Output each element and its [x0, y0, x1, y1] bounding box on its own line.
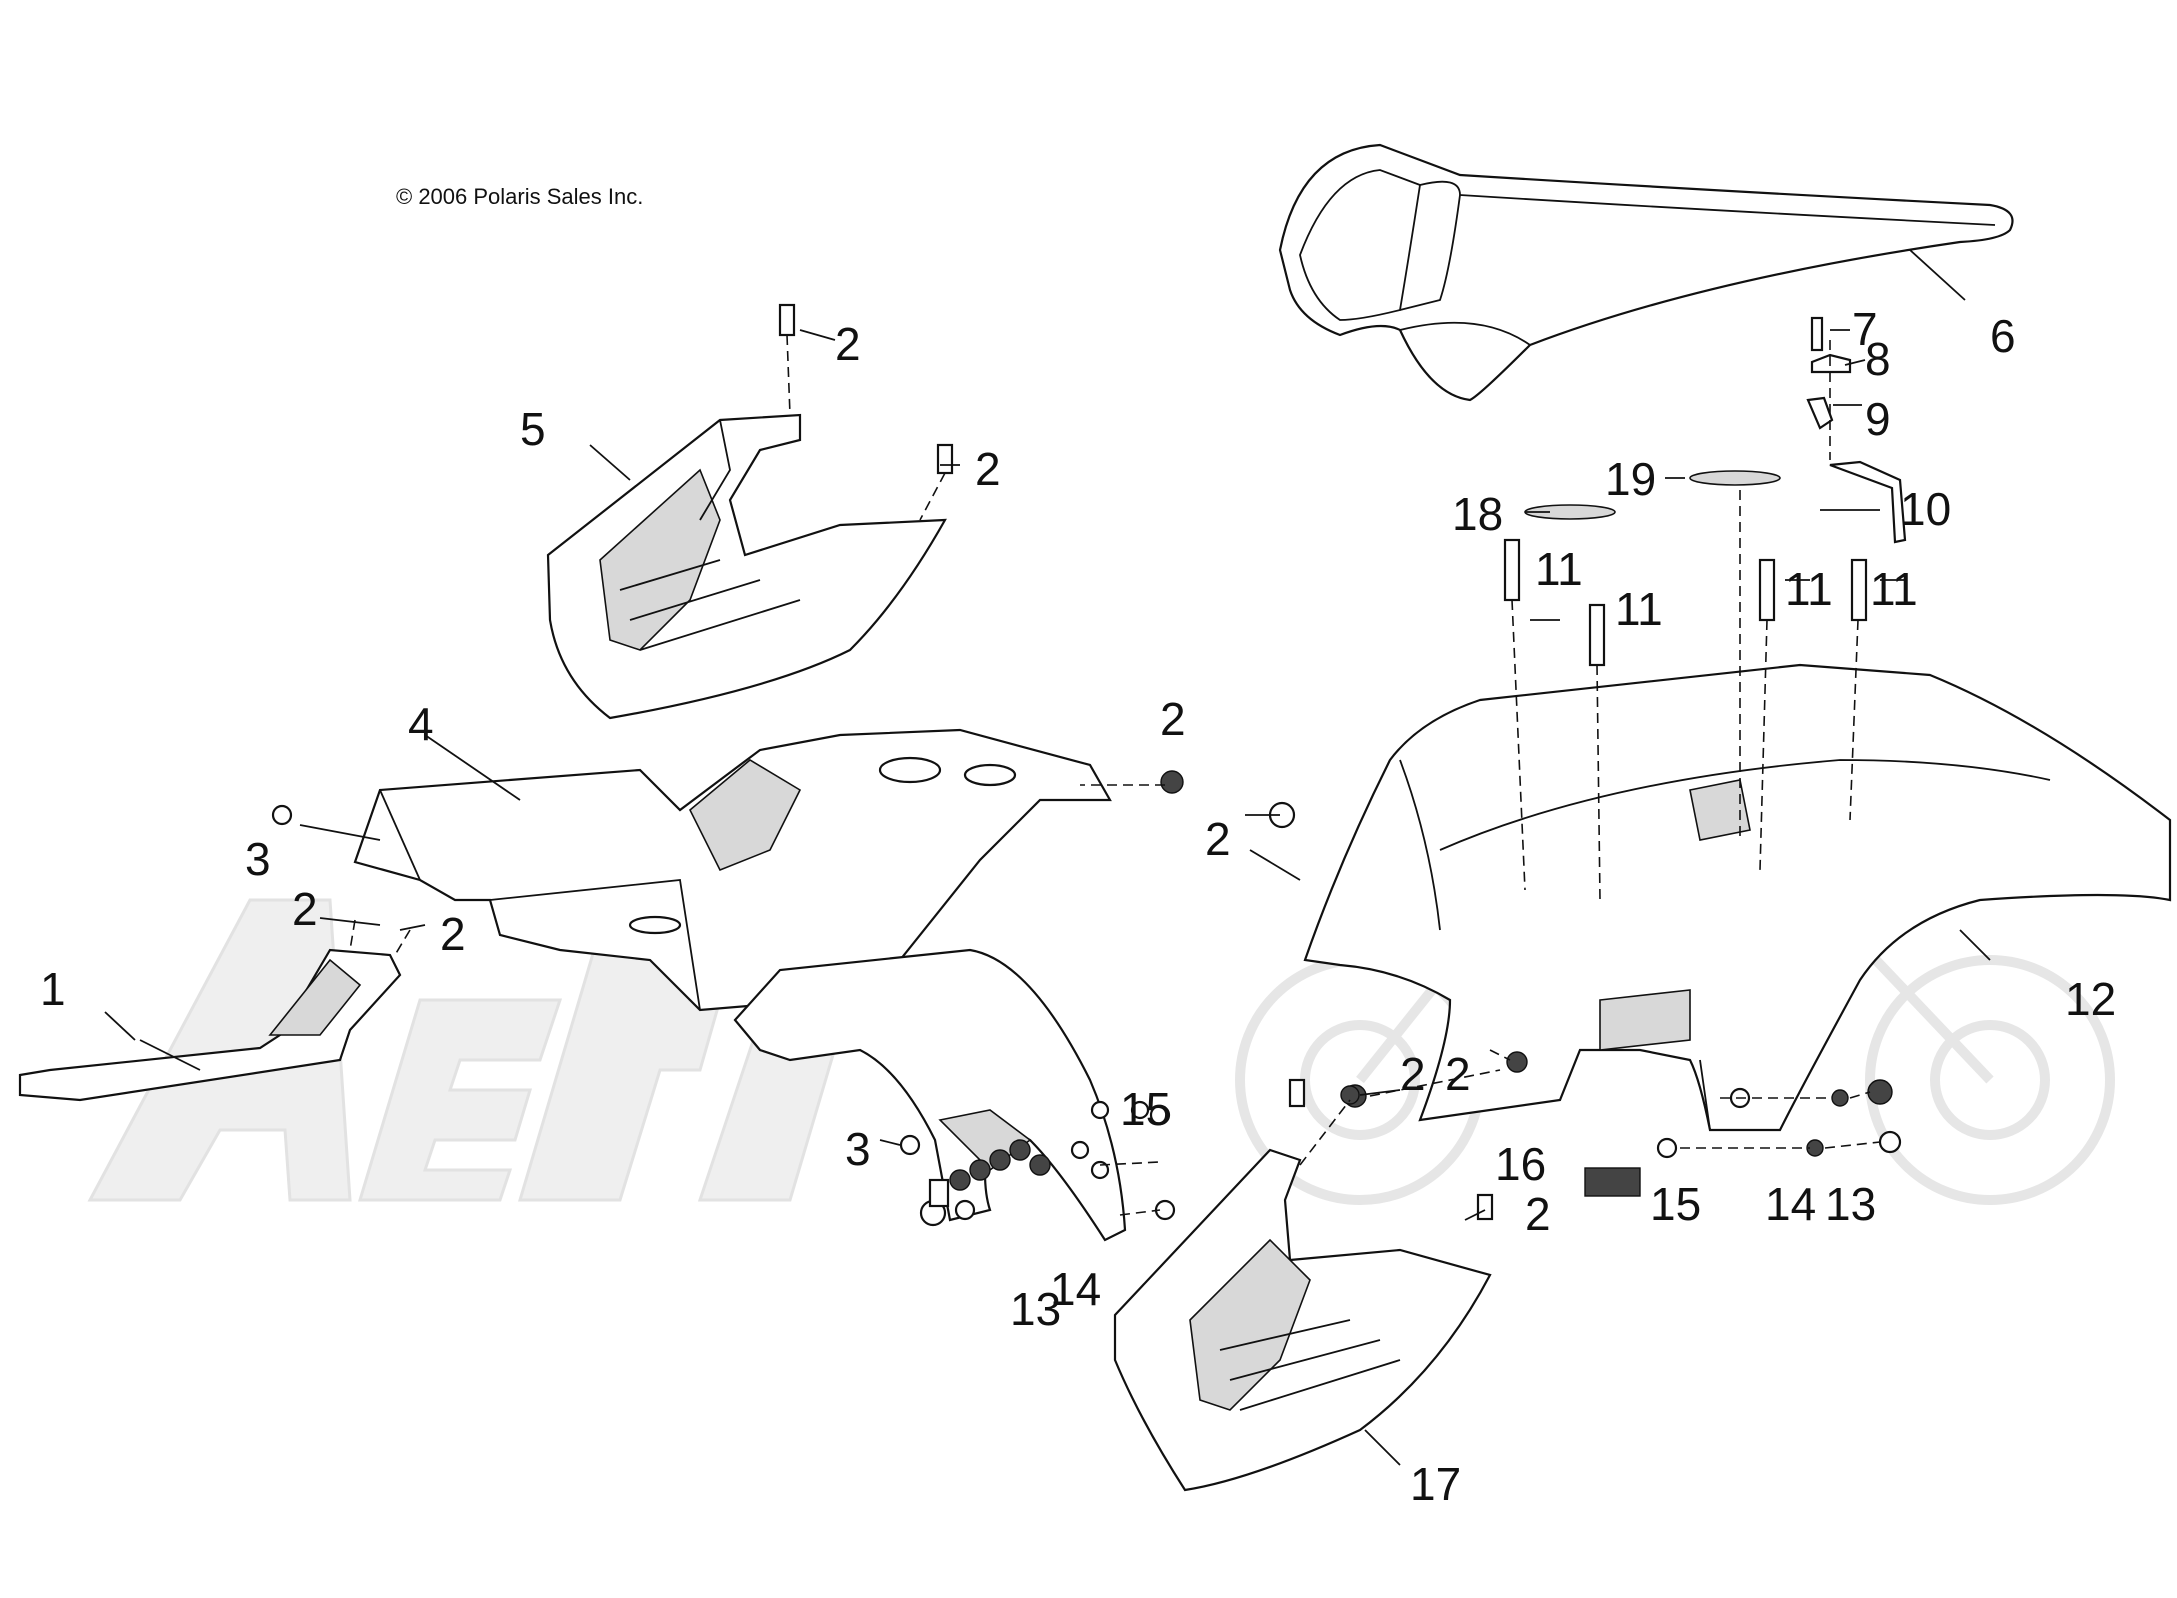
- clip-8: [1810, 353, 1852, 374]
- callout-10: 10: [1900, 483, 1951, 535]
- callout-9: 9: [1865, 393, 1891, 445]
- screw-3-mid: [899, 1134, 921, 1156]
- callout-8: 8: [1865, 333, 1891, 385]
- callout-11a: 11: [1535, 543, 1583, 595]
- callout-12: 12: [2065, 973, 2116, 1025]
- leader-lines: [104, 249, 1991, 1466]
- rear-fender: [1303, 663, 2172, 1132]
- bolt-11-b: [1588, 603, 1606, 667]
- push-rivet-lower: [1476, 1193, 1494, 1221]
- callout-13a: 13: [1010, 1283, 1061, 1335]
- latch-10: [1829, 460, 1907, 544]
- callout-6: 6: [1990, 310, 2016, 362]
- watermark-logo: [87, 875, 2115, 1205]
- callout-3b: 3: [845, 1123, 871, 1175]
- push-rivet-top: [778, 303, 796, 337]
- lower-rear-panel: [1113, 1148, 1492, 1492]
- upper-front-panel: [546, 413, 947, 720]
- callout-2d: 2: [1205, 813, 1231, 865]
- screw-7: [1810, 316, 1824, 352]
- callout-2i: 2: [1525, 1188, 1551, 1240]
- callout-2c: 2: [1160, 693, 1186, 745]
- callout-2f: 2: [440, 908, 466, 960]
- washer-14-right: [1806, 1139, 1824, 1157]
- callout-15b: 15: [1650, 1178, 1701, 1230]
- callout-17: 17: [1410, 1458, 1461, 1510]
- callout-19: 19: [1605, 453, 1656, 505]
- washer-14-left: [954, 1199, 976, 1221]
- callout-2e: 2: [292, 883, 318, 935]
- grommet-center: [1506, 1051, 1528, 1073]
- callout-4: 4: [408, 698, 434, 750]
- alignment-lines: [349, 334, 1881, 1216]
- bolt-11-d: [1850, 558, 1868, 622]
- callout-1: 1: [40, 963, 66, 1015]
- bracket-16: [1584, 1167, 1641, 1197]
- callout-15a: 15: [1120, 1083, 1171, 1135]
- washer-14-upper: [1831, 1089, 1849, 1107]
- callout-labels: 1 2 2 2 2 2 2 2 2 2 2 3 3 4 5 6 7 8 9 10…: [40, 303, 2116, 1510]
- callout-14b: 14: [1765, 1178, 1816, 1230]
- bolt-11-a: [1503, 538, 1521, 602]
- copyright-notice: © 2006 Polaris Sales Inc.: [396, 184, 644, 209]
- callout-2g: 2: [1400, 1048, 1426, 1100]
- bolt-15-lower: [1656, 1137, 1678, 1159]
- grommet-right: [1160, 770, 1184, 794]
- callout-11c: 11: [1785, 563, 1833, 615]
- callout-11b: 11: [1615, 583, 1663, 635]
- callout-3a: 3: [245, 833, 271, 885]
- clip-9: [1806, 396, 1834, 430]
- callout-11d: 11: [1870, 563, 1918, 615]
- floorboard: [18, 948, 402, 1102]
- callout-2b: 2: [975, 443, 1001, 495]
- screw-3-left: [271, 804, 293, 826]
- nut-13-upper: [1867, 1079, 1893, 1105]
- callout-13b: 13: [1825, 1178, 1876, 1230]
- callout-18: 18: [1452, 488, 1503, 540]
- bolt-11-c: [1758, 558, 1776, 622]
- seat: [1278, 143, 2014, 402]
- callout-2h: 2: [1445, 1048, 1471, 1100]
- callout-5: 5: [520, 403, 546, 455]
- bolt-15-left: [1149, 1104, 1171, 1126]
- hardware: [271, 303, 1907, 1227]
- pad-19: [1689, 470, 1781, 486]
- push-rivet-5: [936, 443, 954, 475]
- callout-16: 16: [1495, 1138, 1546, 1190]
- callout-14a: 14: [1050, 1263, 1101, 1315]
- nut-13-right: [1878, 1130, 1902, 1154]
- callout-7: 7: [1852, 303, 1878, 355]
- callout-2a: 2: [835, 318, 861, 370]
- front-fender: [353, 728, 1112, 1012]
